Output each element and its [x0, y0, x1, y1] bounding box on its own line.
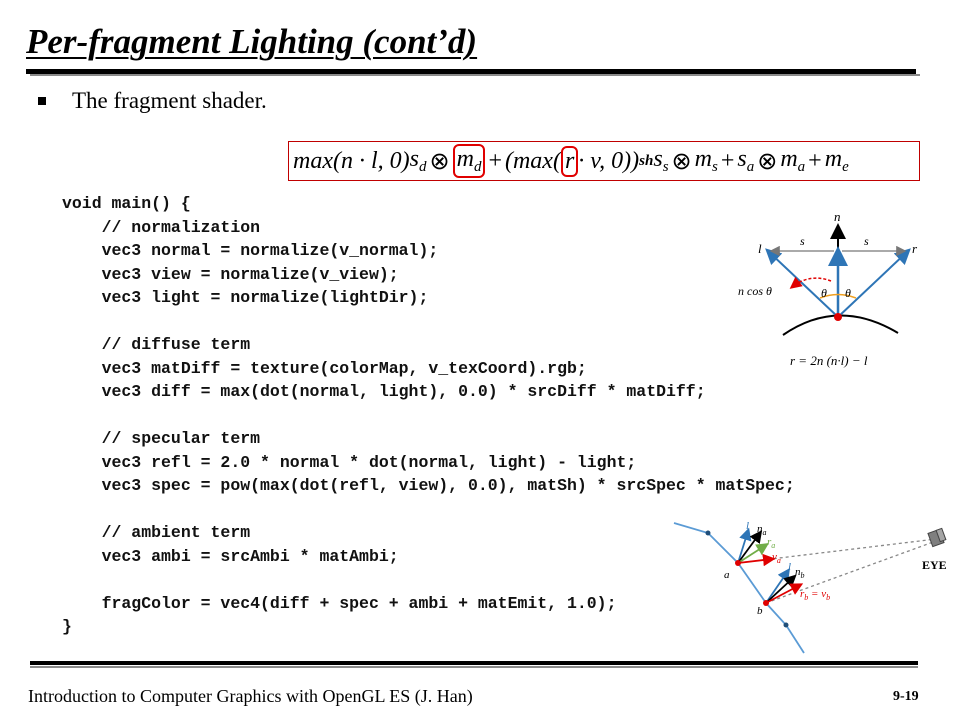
code-line: vec3 diff = max(dot(normal, light), 0.0)… — [62, 382, 706, 401]
formula-sd: sd — [409, 146, 427, 175]
formula-ma: ma — [780, 146, 806, 175]
code-line — [62, 310, 795, 334]
label-n: n — [834, 209, 841, 224]
label-s-left: s — [800, 234, 805, 248]
formula-ms: ms — [694, 146, 718, 175]
code-line: void main() { — [62, 194, 191, 213]
label-l-a: l — [746, 520, 749, 532]
reflect-arrow — [837, 248, 911, 318]
code-line: vec3 refl = 2.0 * normal * dot(normal, l… — [62, 452, 637, 472]
surface-point — [834, 313, 842, 321]
code-line: fragColor = vec4(diff + spec + ambi + ma… — [62, 593, 617, 613]
eye-ray-b — [765, 540, 937, 604]
reflection-diagram: n l r s s θ θ n cos θ r = 2n (n·l) − l — [738, 209, 918, 368]
code-line: // diffuse term — [62, 335, 251, 354]
theta-arc — [819, 293, 857, 299]
formula-me: me — [824, 146, 849, 175]
formula-part-max-open: (max( — [504, 147, 561, 174]
label-eye: EYE — [922, 558, 947, 572]
code-line: // specular term — [62, 429, 261, 448]
formula-sa: sa — [737, 146, 755, 175]
formula-otimes-2: ⊗ — [671, 148, 692, 175]
surface-polyline — [673, 522, 805, 654]
title-rule — [26, 69, 916, 74]
formula-part-max-nl: max(n · l, 0) — [293, 147, 410, 174]
title-rule-shadow — [30, 74, 920, 76]
formula-otimes-1: ⊗ — [429, 148, 450, 175]
point-b — [763, 600, 769, 606]
code-line: vec3 normal = normalize(v_normal); — [62, 241, 439, 260]
slide-title: Per-fragment Lighting (cont’d) — [26, 22, 478, 61]
formula-sh-exponent: sh — [639, 152, 654, 169]
label-s-right: s — [864, 234, 869, 248]
label-theta-left: θ — [821, 286, 827, 300]
label-n-b: nb — [795, 566, 805, 580]
bullet-text: The fragment shader. — [72, 88, 267, 113]
label-l-b: l — [788, 561, 791, 573]
camera-icon — [927, 527, 947, 548]
formula-plus-2: + — [720, 147, 735, 174]
formula-r-highlight: r — [560, 145, 579, 177]
label-ncos: n cos θ — [738, 284, 772, 298]
code-line: vec3 light = normalize(lightDir); — [62, 288, 429, 307]
code-line: vec3 view = normalize(v_view); — [62, 264, 399, 284]
bullet-marker — [38, 97, 46, 105]
label-r-a: ra — [767, 536, 775, 550]
label-r: r — [912, 241, 918, 256]
reflection-equation: r = 2n (n·l) − l — [790, 353, 868, 368]
formula-part-rv: · v, 0)) — [578, 147, 640, 174]
formula-plus-1: + — [488, 147, 502, 174]
label-v-a: va — [772, 551, 781, 565]
code-line: // ambient term — [62, 523, 251, 542]
label-a: a — [724, 569, 730, 581]
footer-rule-shadow — [30, 666, 918, 668]
eye-vectors-diagram: a b l na ra va l nb rb = vb EYE — [673, 520, 947, 654]
label-rb-vb: rb = vb — [800, 588, 830, 602]
page-number: 9-19 — [893, 689, 919, 704]
footer-rule — [30, 661, 918, 665]
fragment-shader-code: void main() { // normalization vec3 norm… — [62, 192, 795, 639]
label-theta-right: θ — [845, 286, 851, 300]
ncos-dashed-arrow — [789, 276, 832, 289]
footer-text: Introduction to Computer Graphics with O… — [28, 686, 473, 706]
point-a — [735, 560, 741, 566]
label-l: l — [758, 241, 762, 256]
label-n-a: na — [757, 523, 767, 537]
light-arrow — [765, 248, 839, 318]
formula-md-highlight: md — [452, 144, 486, 178]
formula-ss: ss — [653, 146, 669, 175]
label-b: b — [757, 605, 763, 617]
code-line: vec3 matDiff = texture(colorMap, v_texCo… — [62, 358, 587, 378]
code-line — [62, 404, 795, 428]
code-line: vec3 ambi = srcAmbi * matAmbi; — [62, 546, 399, 566]
code-line: // normalization — [62, 217, 261, 237]
formula-plus-3: + — [808, 147, 822, 174]
code-line: } — [62, 617, 72, 636]
formula-otimes-3: ⊗ — [757, 148, 778, 175]
code-line: vec3 spec = pow(max(dot(refl, view), 0.0… — [62, 476, 795, 495]
